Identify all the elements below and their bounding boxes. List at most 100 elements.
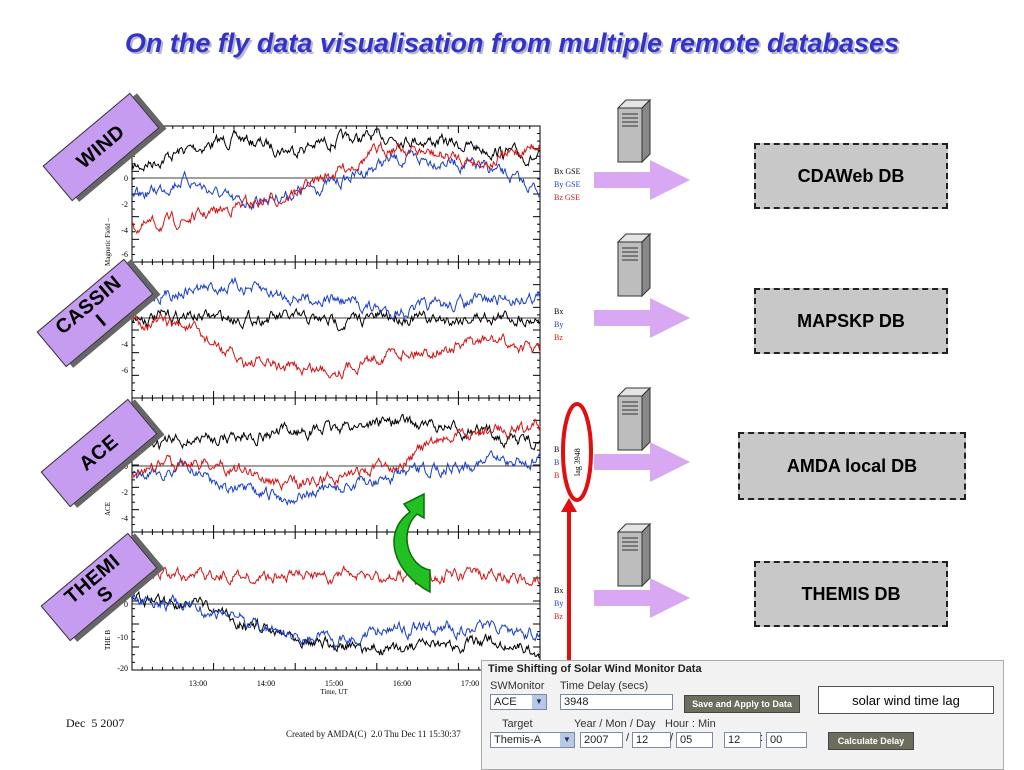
hour-input[interactable]: 12: [724, 732, 761, 748]
series-bz: [131, 564, 541, 587]
lag-pointer-arrowhead: [561, 498, 577, 512]
server-icon-side: [641, 522, 651, 588]
series-by: [131, 148, 541, 211]
plot-credit: Created by AMDA(C) 2.0 Thu Dec 11 15:30:…: [286, 729, 461, 739]
legend-entry: By: [554, 599, 563, 608]
chevron-down-icon[interactable]: ▼: [560, 733, 574, 747]
lag-highlight-ellipse: [561, 402, 593, 502]
save-apply-button[interactable]: Save and Apply to Data: [684, 695, 800, 713]
date-label: Year / Mon / Day: [574, 718, 656, 730]
x-tick-label: 13:00: [189, 679, 207, 688]
server-icon: [617, 241, 643, 297]
month-input[interactable]: 12: [632, 732, 671, 748]
x-tick-label: 17:00: [461, 679, 479, 688]
hourmin-label: Hour : Min: [665, 718, 716, 730]
lag-label: lag 3948: [573, 448, 582, 476]
legend-entry: Bx GSE: [554, 167, 581, 176]
minute-input[interactable]: 00: [766, 732, 807, 748]
x-tick-label: 16:00: [393, 679, 411, 688]
chevron-down-icon[interactable]: ▼: [532, 695, 546, 709]
y-tick-label: -4: [121, 514, 128, 523]
y-tick-label: -4: [121, 340, 128, 349]
arrow-icon: [594, 578, 690, 618]
swmonitor-label: SWMonitor: [490, 680, 545, 692]
database-box-cdaweb: CDAWeb DB: [754, 143, 948, 209]
y-tick-label: -6: [121, 366, 128, 375]
target-label: Target: [502, 718, 533, 730]
legend-entry: B: [554, 445, 559, 454]
series-bz: [131, 140, 541, 235]
x-axis-label: Time, UT: [320, 688, 348, 696]
swmonitor-value: ACE: [494, 696, 517, 708]
y-tick-label: -2: [121, 200, 128, 209]
page-title: On the fly data visualisation from multi…: [124, 28, 900, 58]
y-tick-label: -2: [121, 314, 128, 323]
series-by: [131, 276, 541, 322]
server-icon: [617, 107, 643, 163]
legend-entry: Bx: [554, 307, 563, 316]
panel-frame: [131, 261, 541, 399]
legend-entry: Bx: [554, 586, 563, 595]
time-shift-panel: Time Shifting of Solar Wind Monitor Data…: [481, 660, 1004, 770]
y-tick-label: 0: [124, 600, 128, 609]
mission-tag-label: ACE: [75, 430, 123, 476]
date-separator: /: [670, 732, 674, 744]
target-select[interactable]: Themis-A ▼: [490, 732, 575, 748]
y-tick-label: -4: [121, 226, 128, 235]
x-tick-label: 14:00: [257, 679, 275, 688]
y-tick-label: 0: [124, 462, 128, 471]
series-bz: [131, 417, 541, 492]
database-label: AMDA local DB: [786, 455, 918, 476]
server-icon: [617, 395, 643, 451]
plot-date: Dec 5 2007: [66, 716, 125, 730]
swmonitor-select[interactable]: ACE ▼: [490, 694, 547, 710]
panel-frame: [131, 397, 541, 533]
panel-heading: Time Shifting of Solar Wind Monitor Data: [488, 663, 702, 675]
server-icon-side: [641, 98, 651, 164]
series-bx: [131, 590, 541, 659]
delay-label: Time Delay (secs): [560, 680, 649, 692]
series-bz: [131, 313, 541, 380]
target-value: Themis-A: [494, 734, 542, 746]
y-tick-label: -6: [121, 250, 128, 259]
arrow-icon: [594, 160, 690, 200]
y-axis-label: Magnetic Field –: [104, 218, 112, 266]
server-icon: [617, 531, 643, 587]
calculate-delay-button[interactable]: Calculate Delay: [828, 732, 914, 750]
legend-entry: Bz GSE: [554, 193, 580, 202]
time-separator: :: [760, 732, 764, 744]
series-bx: [131, 307, 541, 332]
day-input[interactable]: 05: [676, 732, 713, 748]
database-box-themis: THEMIS DB: [754, 561, 948, 627]
series-bx: [131, 127, 541, 172]
legend-entry: Bz: [554, 333, 563, 342]
database-box-amda: AMDA local DB: [738, 432, 966, 500]
legend-entry: Bz: [554, 612, 563, 621]
y-tick-label: -2: [121, 488, 128, 497]
y-axis-label: ACE: [104, 502, 112, 516]
legend-entry: By GSE: [554, 180, 581, 189]
series-by: [131, 592, 541, 650]
database-label: MAPSKP DB: [797, 310, 905, 331]
series-bx: [131, 414, 541, 452]
y-tick-label: -20: [117, 664, 128, 673]
year-input[interactable]: 2007: [580, 732, 623, 748]
time-shift-arrow: [393, 492, 431, 594]
arrow-icon: [594, 442, 690, 482]
lag-caption: solar wind time lag: [818, 686, 994, 714]
server-icon-side: [641, 232, 651, 298]
legend-entry: By: [554, 320, 563, 329]
arrow-icon: [594, 298, 690, 338]
legend-entry: B: [554, 458, 559, 467]
database-label: CDAWeb DB: [797, 165, 905, 186]
server-icon-side: [641, 386, 651, 452]
x-tick-label: 15:00: [325, 679, 343, 688]
date-separator: /: [626, 732, 630, 744]
y-tick-label: 0: [124, 174, 128, 183]
database-box-mapskp: MAPSKP DB: [754, 288, 948, 354]
database-label: THEMIS DB: [801, 583, 901, 604]
delay-input[interactable]: 3948: [560, 694, 673, 710]
y-tick-label: -10: [117, 633, 128, 642]
series-by: [131, 450, 541, 507]
